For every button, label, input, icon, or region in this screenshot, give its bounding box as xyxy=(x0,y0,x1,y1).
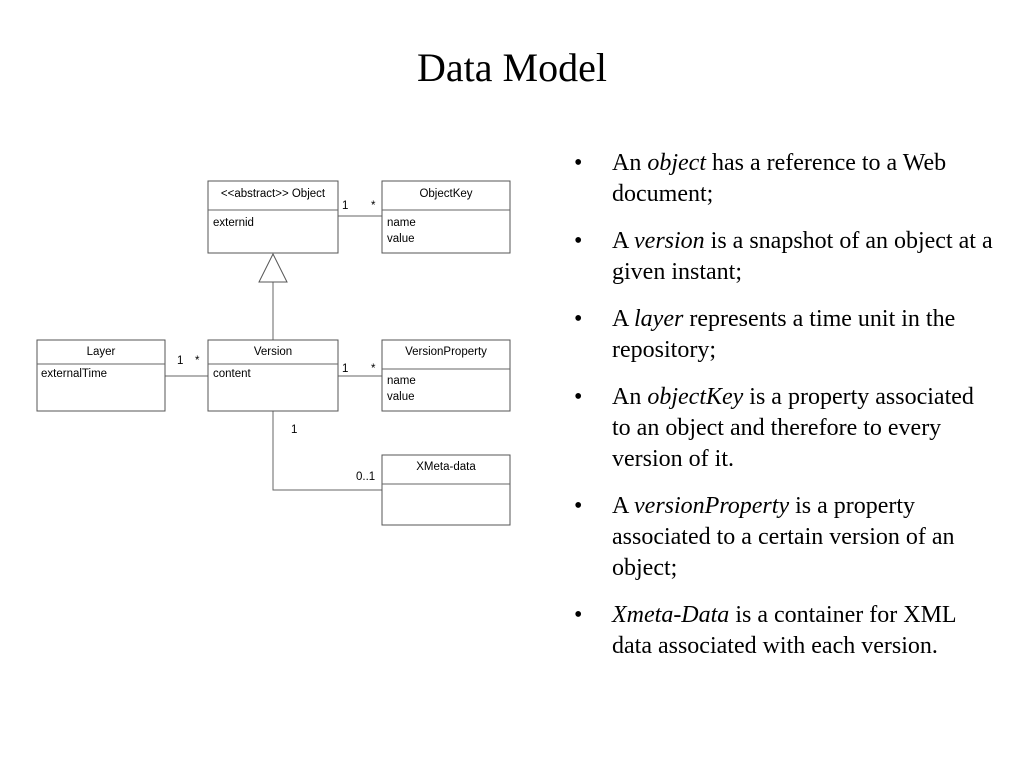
class-attribute: content xyxy=(213,368,252,380)
bullet-dot: • xyxy=(574,384,583,410)
multiplicity-label: 1 xyxy=(342,363,348,375)
bullet-item: • An object has a reference to a Web docu… xyxy=(574,148,994,210)
class-attribute: externalTime xyxy=(41,368,107,380)
bullet-pre: A xyxy=(612,493,635,519)
multiplicity-label: * xyxy=(371,363,376,375)
class-objectkey[interactable]: ObjectKey name value xyxy=(381,180,511,254)
bullet-dot: • xyxy=(574,150,583,176)
class-name: Layer xyxy=(87,346,116,358)
bullet-term: object xyxy=(647,150,706,176)
generalization-arrow xyxy=(258,252,288,283)
class-layer[interactable]: Layer externalTime xyxy=(36,339,166,412)
bullet-term: versionProperty xyxy=(634,493,790,519)
bullet-pre: A xyxy=(612,306,635,332)
bullet-dot: • xyxy=(574,306,583,332)
association-version-xmetadata xyxy=(272,411,382,491)
multiplicity-label: 0..1 xyxy=(356,471,375,483)
class-name: Version xyxy=(254,346,292,358)
bullet-post: has a reference to a Web document; xyxy=(612,150,947,207)
class-attribute: value xyxy=(387,233,415,245)
uml-class-diagram: <<abstract>> Object externid ObjectKey n… xyxy=(36,180,511,526)
class-version[interactable]: Version content xyxy=(207,339,339,412)
bullet-post: is a property associated to a certain ve… xyxy=(612,493,955,581)
class-versionproperty[interactable]: VersionProperty name value xyxy=(381,339,511,412)
bullet-term: version xyxy=(634,228,705,254)
bullet-term: layer xyxy=(634,306,684,332)
class-xmetadata[interactable]: XMeta-data xyxy=(381,454,511,526)
class-name: <<abstract>> Object xyxy=(221,188,326,200)
bullet-dot: • xyxy=(574,602,583,628)
bullet-term: objectKey xyxy=(647,384,744,410)
class-attribute: externid xyxy=(213,217,254,229)
class-name: ObjectKey xyxy=(419,188,472,200)
bullet-pre: An xyxy=(612,384,648,410)
class-attribute: value xyxy=(387,391,415,403)
bullet-dot: • xyxy=(574,228,583,254)
bullet-list: • An object has a reference to a Web docu… xyxy=(574,148,994,678)
bullet-term: Xmeta-Data xyxy=(612,602,730,628)
bullet-pre: A xyxy=(612,228,635,254)
multiplicity-label: 1 xyxy=(177,355,183,367)
class-attribute: name xyxy=(387,217,416,229)
slide-title: Data Model xyxy=(417,45,607,90)
bullet-post: is a snapshot of an object at a given in… xyxy=(612,228,993,285)
bullet-item: • An objectKey is a property associated t… xyxy=(574,382,994,475)
bullet-post: is a container for XML data associated w… xyxy=(612,602,956,659)
multiplicity-label: * xyxy=(195,355,200,367)
bullet-item: • Xmeta-Data is a container for XML data … xyxy=(574,600,994,662)
bullet-post: is a property associated to an object an… xyxy=(612,384,974,472)
bullet-item: • A versionProperty is a property associa… xyxy=(574,491,994,584)
bullet-item: • A version is a snapshot of an object at… xyxy=(574,226,994,288)
multiplicity-label: 1 xyxy=(342,200,348,212)
class-name: XMeta-data xyxy=(416,461,476,473)
class-name: VersionProperty xyxy=(405,346,487,358)
bullet-dot: • xyxy=(574,493,583,519)
multiplicity-label: * xyxy=(371,200,376,212)
bullet-item: • A layer represents a time unit in the r… xyxy=(574,304,994,366)
bullet-pre: An xyxy=(612,150,648,176)
multiplicity-label: 1 xyxy=(291,424,297,436)
bullet-post: represents a time unit in the repository… xyxy=(612,306,956,363)
class-attribute: name xyxy=(387,375,416,387)
class-object[interactable]: <<abstract>> Object externid xyxy=(207,180,339,254)
